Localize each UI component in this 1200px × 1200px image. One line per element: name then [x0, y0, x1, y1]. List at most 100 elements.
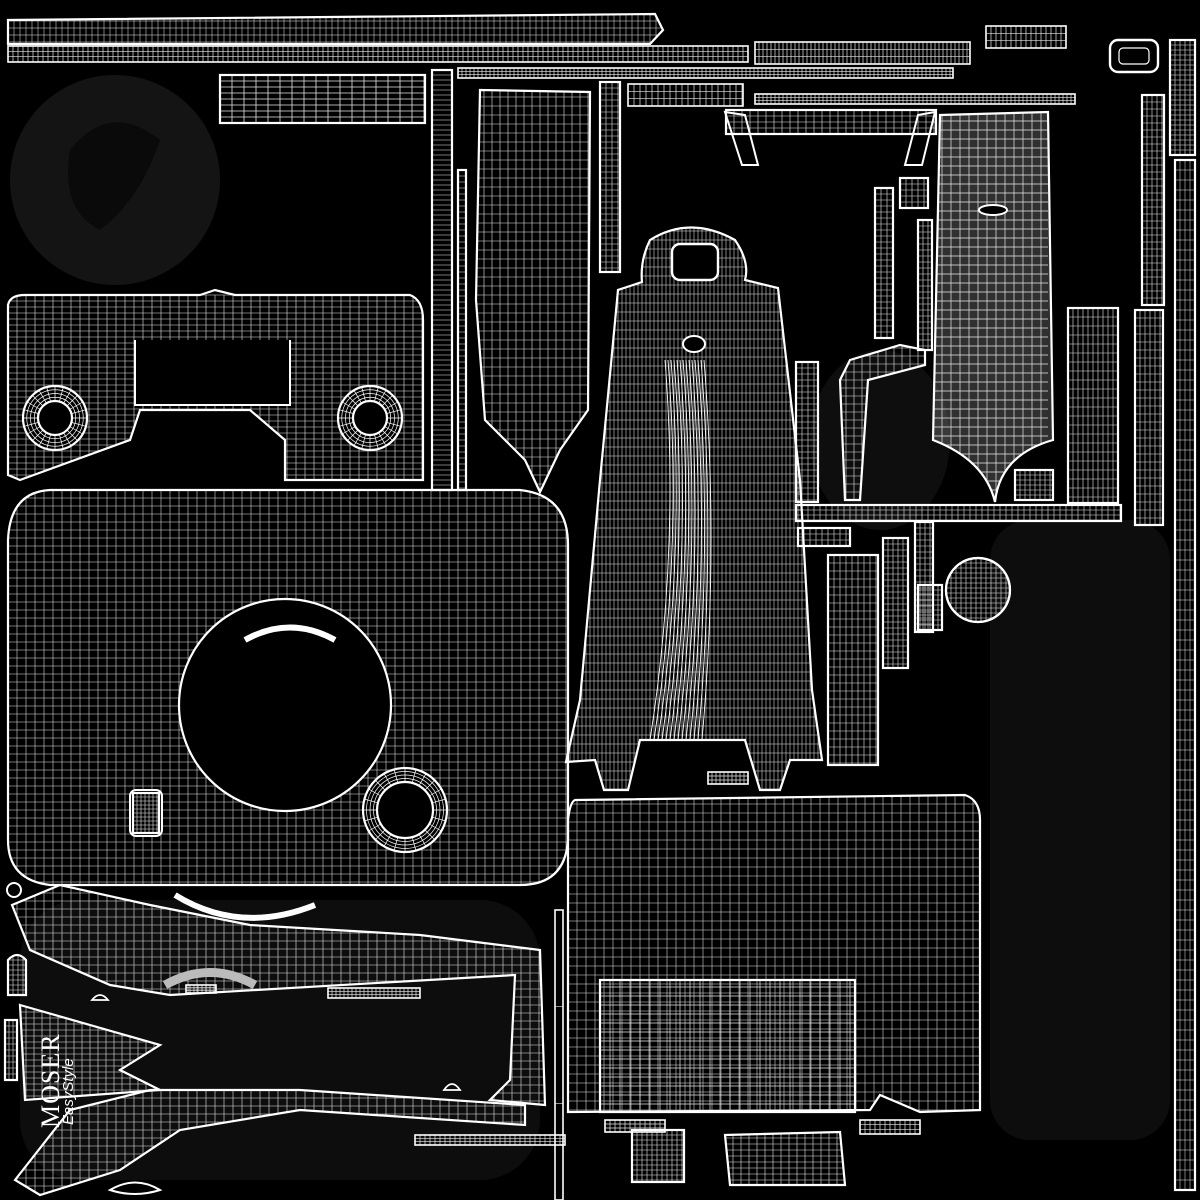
vertical-strip [794, 360, 820, 504]
handle-dense-line [673, 359, 690, 741]
handle-top-hole [670, 242, 720, 282]
right-thin-strip [754, 93, 1076, 105]
back-body-panel [566, 793, 982, 1114]
handle-dense-line [697, 359, 709, 741]
island-outline [796, 526, 852, 548]
mesh-grid [1175, 160, 1195, 1190]
top-mid-strip [754, 41, 971, 65]
right-mid-strip [826, 553, 880, 767]
small-block [898, 176, 930, 210]
mesh-grid [798, 528, 850, 546]
small-block [916, 583, 944, 632]
wireframe-islands [3, 12, 1197, 1200]
mesh-lines [415, 1135, 565, 1145]
vertical-strip-thin [456, 168, 468, 492]
mesh-grid [796, 362, 818, 502]
upper-body-notch [134, 340, 291, 406]
bottom-strip [414, 1134, 566, 1146]
mesh-grid [568, 795, 980, 1112]
mesh-lines [986, 26, 1066, 48]
mesh-lines [725, 1132, 845, 1185]
right-vertical-strip [1133, 308, 1165, 527]
right-top-strip [724, 108, 938, 136]
mesh-lines [600, 980, 855, 1112]
mesh-grid [458, 68, 953, 78]
island-outline [6, 12, 665, 46]
mesh-grid [133, 793, 159, 833]
handle-dense-line [661, 359, 680, 741]
ring-inner [351, 399, 389, 437]
small-top-strip [627, 83, 744, 107]
handle-dense-line [669, 359, 687, 741]
ring-spokes [23, 386, 87, 450]
handle-bright-lines [649, 359, 712, 741]
mesh-lines [8, 14, 663, 44]
island-outline [931, 110, 1055, 503]
mesh-lines [796, 362, 818, 502]
thin-horizontal-strip [457, 67, 954, 79]
ring-inner [36, 399, 74, 437]
mesh-lines [632, 1130, 684, 1182]
mesh-lines [860, 1120, 920, 1134]
blade-arc-mark [162, 968, 258, 989]
mesh-lines [1068, 308, 1118, 503]
handle-dense-line [701, 359, 712, 741]
island-outline [598, 80, 622, 274]
mesh-lines [432, 70, 452, 490]
mesh-grid [828, 555, 878, 765]
mesh-lines [555, 910, 563, 1200]
mesh-lines [828, 555, 878, 765]
mesh-grid [458, 170, 466, 490]
ghost-swirl [68, 122, 160, 230]
front-ring [361, 766, 449, 854]
handle-dense-line [689, 359, 702, 741]
mesh-grid [755, 94, 1075, 104]
ring-spokes [363, 768, 447, 852]
mesh-grid [5, 1020, 17, 1080]
mesh-lines [628, 84, 743, 106]
mesh-lines [220, 75, 425, 123]
mesh-grid [1068, 308, 1118, 503]
vertical-strip [3, 1018, 19, 1082]
tiny-lens [107, 1181, 163, 1195]
mesh-lines [133, 793, 159, 833]
mesh-lines [755, 42, 970, 64]
island-outline [1168, 38, 1197, 157]
island-outline [6, 953, 28, 997]
vertical-strip [598, 80, 622, 274]
mesh-lines [600, 82, 620, 272]
mesh-grid [986, 26, 1066, 48]
mesh-grid [8, 955, 26, 995]
mesh-grid [1135, 310, 1163, 525]
mesh-lines [1175, 160, 1195, 1190]
mesh-lines [186, 985, 216, 993]
small-block [796, 526, 852, 548]
ghost-blob [20, 900, 540, 1180]
mesh-grid [8, 46, 748, 62]
mesh-grid [220, 75, 425, 123]
mesh-lines [918, 585, 942, 630]
island-outline [457, 67, 954, 79]
front-big-hole [177, 597, 393, 813]
mesh-lines [1142, 95, 1164, 305]
vertical-strip [430, 68, 454, 492]
mesh-grid [632, 1130, 684, 1182]
mesh-grid [476, 90, 590, 492]
handle-dense-line [653, 359, 674, 741]
mesh-lines [933, 112, 1048, 502]
mesh-grid [415, 1135, 565, 1145]
island-outline [916, 218, 934, 352]
mesh-lines [883, 538, 908, 668]
tiny-strip [185, 984, 217, 994]
ghost-blob [990, 520, 1170, 1140]
mesh-lines [476, 90, 590, 492]
front-arc-mark [243, 624, 337, 643]
comb-block [218, 73, 427, 125]
mesh-grid [600, 82, 620, 272]
handle-dense-line [685, 359, 699, 741]
top-right-strip [985, 25, 1067, 49]
tiny-dome [90, 994, 110, 1001]
mesh-grid [796, 505, 1121, 521]
mesh-lines [755, 94, 1075, 104]
